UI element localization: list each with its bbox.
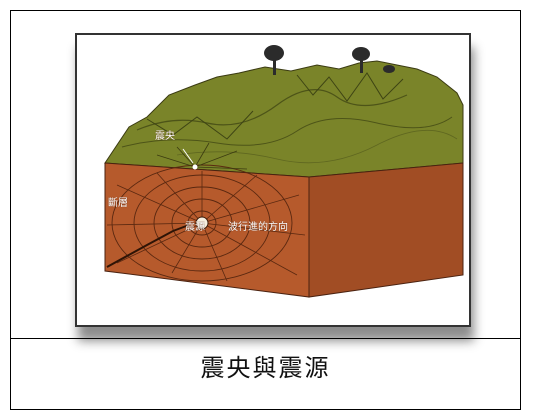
terrain-peaks bbox=[296, 72, 404, 102]
tree-trunk bbox=[273, 59, 276, 75]
epicenter-marker bbox=[192, 164, 198, 170]
tree-left bbox=[264, 45, 284, 75]
ground-surface bbox=[104, 60, 464, 178]
tree-right bbox=[352, 47, 370, 73]
hypocenter-label: 震源 bbox=[185, 222, 205, 233]
epicenter-label: 震央 bbox=[155, 131, 175, 142]
block-side-face bbox=[308, 162, 464, 298]
figure-caption: 震央與震源 bbox=[200, 354, 331, 382]
fault-line bbox=[106, 224, 190, 268]
shrub bbox=[383, 65, 395, 73]
terrain-ridge-2 bbox=[121, 116, 453, 148]
earthquake-figure: 震央 斷層 震源 波行進的方向 bbox=[75, 33, 471, 327]
epicenter-pointer bbox=[182, 148, 194, 164]
tree-trunk bbox=[360, 59, 363, 73]
epicenter-surface-rays bbox=[156, 142, 248, 170]
tree-crown bbox=[352, 47, 370, 61]
terrain-hills bbox=[146, 110, 254, 140]
earthquake-block-diagram bbox=[77, 35, 469, 325]
tree-crown bbox=[264, 45, 284, 61]
shrub-shape bbox=[383, 65, 395, 73]
wave-direction-label: 波行進的方向 bbox=[228, 222, 288, 233]
table-row-divider bbox=[10, 338, 521, 339]
seismic-wave-rings bbox=[111, 164, 293, 282]
terrain-ridge-1 bbox=[136, 89, 408, 131]
hypocenter-marker bbox=[195, 216, 209, 230]
terrain-contour bbox=[176, 129, 458, 164]
fault-label: 斷層 bbox=[108, 198, 128, 209]
seismic-rays bbox=[106, 171, 306, 282]
